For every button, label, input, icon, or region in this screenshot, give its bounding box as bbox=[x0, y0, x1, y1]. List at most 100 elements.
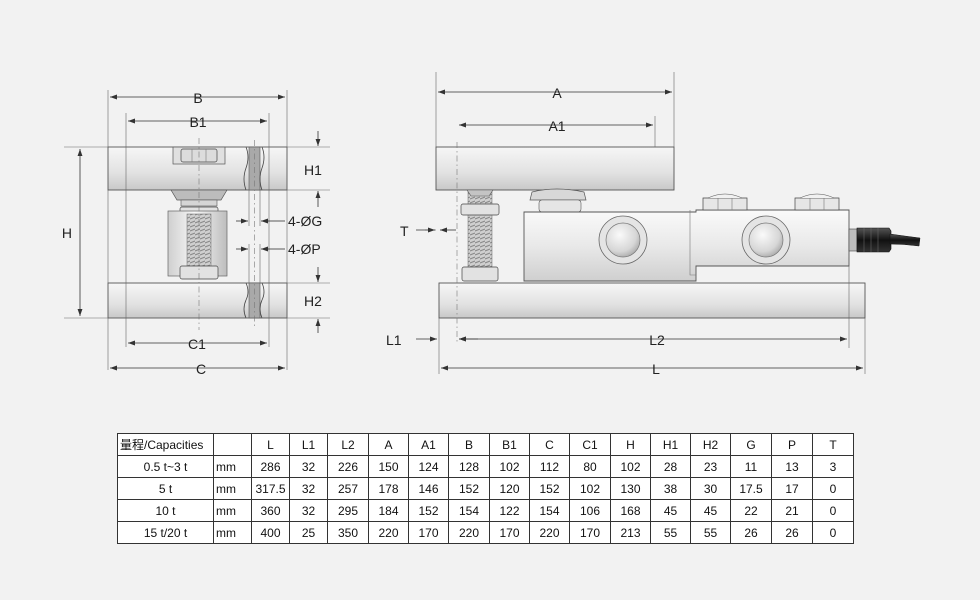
table-cell: 32 bbox=[289, 455, 328, 478]
table-cell: 152 bbox=[448, 477, 490, 500]
table-header-cell: 量程/Capacities bbox=[117, 433, 214, 456]
table-cell: 400 bbox=[251, 521, 290, 544]
technical-drawing: B B1 H H1 H2 4-ØG 4-ØP C1 C bbox=[62, 72, 921, 377]
dim-label-p: 4-ØP bbox=[288, 241, 321, 257]
stud-upper-nut bbox=[460, 203, 500, 216]
dim-label-c1: C1 bbox=[188, 336, 206, 352]
dim-label-l2: L2 bbox=[649, 332, 665, 348]
table-cell: 220 bbox=[448, 521, 490, 544]
table-cell: 124 bbox=[408, 455, 449, 478]
table-cell: 23 bbox=[690, 455, 731, 478]
table-cell: 257 bbox=[327, 477, 369, 500]
table-cell: 55 bbox=[690, 521, 731, 544]
dim-label-h1: H1 bbox=[304, 162, 322, 178]
table-cell: mm bbox=[213, 455, 252, 478]
table-cell: 220 bbox=[529, 521, 570, 544]
dim-label-a1: A1 bbox=[548, 118, 565, 134]
table-cell: 26 bbox=[730, 521, 772, 544]
table-header-cell: T bbox=[812, 433, 854, 456]
table-cell: 3 bbox=[812, 455, 854, 478]
table-cell: mm bbox=[213, 499, 252, 522]
table-cell: 286 bbox=[251, 455, 290, 478]
side-view-left: B B1 H H1 H2 4-ØG 4-ØP C1 C bbox=[62, 90, 330, 377]
table-cell: 11 bbox=[730, 455, 772, 478]
front-view-right: A A1 T L1 L2 L bbox=[386, 72, 921, 377]
table-cell: 170 bbox=[408, 521, 449, 544]
bottom-plate-slot bbox=[248, 282, 261, 319]
table-cell: 5 t bbox=[117, 477, 214, 500]
table-header-cell: B bbox=[448, 433, 490, 456]
cable-boot bbox=[856, 227, 892, 253]
table-cell: 168 bbox=[610, 499, 651, 522]
table-header-cell: L2 bbox=[327, 433, 369, 456]
bolt-right bbox=[794, 197, 840, 211]
table-cell: 15 t/20 t bbox=[117, 521, 214, 544]
table-cell: 154 bbox=[529, 499, 570, 522]
table-cell: 45 bbox=[690, 499, 731, 522]
cable-gland bbox=[848, 228, 858, 252]
table-header-cell: H2 bbox=[690, 433, 731, 456]
table-cell: 45 bbox=[650, 499, 691, 522]
table-cell: 146 bbox=[408, 477, 449, 500]
table-cell: 102 bbox=[489, 455, 530, 478]
table-cell: mm bbox=[213, 477, 252, 500]
table-cell: 112 bbox=[529, 455, 570, 478]
table-cell: 170 bbox=[569, 521, 611, 544]
table-cell: 32 bbox=[289, 499, 328, 522]
table-cell: 38 bbox=[650, 477, 691, 500]
dim-label-t: T bbox=[400, 223, 409, 239]
dim-label-l: L bbox=[652, 361, 660, 377]
table-header-cell: G bbox=[730, 433, 772, 456]
dim-label-h2: H2 bbox=[304, 293, 322, 309]
table-header-cell bbox=[213, 433, 252, 456]
dim-label-b: B bbox=[193, 90, 202, 106]
table-header-cell: C bbox=[529, 433, 570, 456]
table-header-cell: A bbox=[368, 433, 409, 456]
dim-label-g: 4-ØG bbox=[288, 213, 322, 229]
table-cell: 152 bbox=[529, 477, 570, 500]
dim-label-l1: L1 bbox=[386, 332, 402, 348]
table-cell: 17.5 bbox=[730, 477, 772, 500]
table-cell: 184 bbox=[368, 499, 409, 522]
table-cell: 170 bbox=[489, 521, 530, 544]
dim-label-h: H bbox=[62, 225, 72, 241]
table-header-cell: C1 bbox=[569, 433, 611, 456]
table-cell: 22 bbox=[730, 499, 772, 522]
table-cell: 26 bbox=[771, 521, 813, 544]
table-cell: 154 bbox=[448, 499, 490, 522]
table-cell: 317.5 bbox=[251, 477, 290, 500]
table-cell: 226 bbox=[327, 455, 369, 478]
table-cell: 130 bbox=[610, 477, 651, 500]
table-cell: 350 bbox=[327, 521, 369, 544]
table-cell: 152 bbox=[408, 499, 449, 522]
table-header-cell: H1 bbox=[650, 433, 691, 456]
table-cell: 28 bbox=[650, 455, 691, 478]
table-cell: 150 bbox=[368, 455, 409, 478]
bolt-left bbox=[702, 197, 748, 211]
table-header-cell: P bbox=[771, 433, 813, 456]
table-header-cell: A1 bbox=[408, 433, 449, 456]
table-cell: 220 bbox=[368, 521, 409, 544]
table-cell: 102 bbox=[569, 477, 611, 500]
table-cell: 120 bbox=[489, 477, 530, 500]
table-cell: 10 t bbox=[117, 499, 214, 522]
table-cell: 30 bbox=[690, 477, 731, 500]
dim-label-a: A bbox=[552, 85, 562, 101]
table-header-cell: L1 bbox=[289, 433, 328, 456]
table-cell: 25 bbox=[289, 521, 328, 544]
table-cell: 0 bbox=[812, 499, 854, 522]
table-cell: 0 bbox=[812, 521, 854, 544]
table-header-cell: H bbox=[610, 433, 651, 456]
table-cell: mm bbox=[213, 521, 252, 544]
table-header-cell: L bbox=[251, 433, 290, 456]
stud-lower-nut bbox=[461, 266, 499, 282]
table-cell: 213 bbox=[610, 521, 651, 544]
top-plate-front bbox=[435, 146, 675, 191]
dim-label-b1: B1 bbox=[189, 114, 206, 130]
shear-beam bbox=[523, 209, 850, 282]
